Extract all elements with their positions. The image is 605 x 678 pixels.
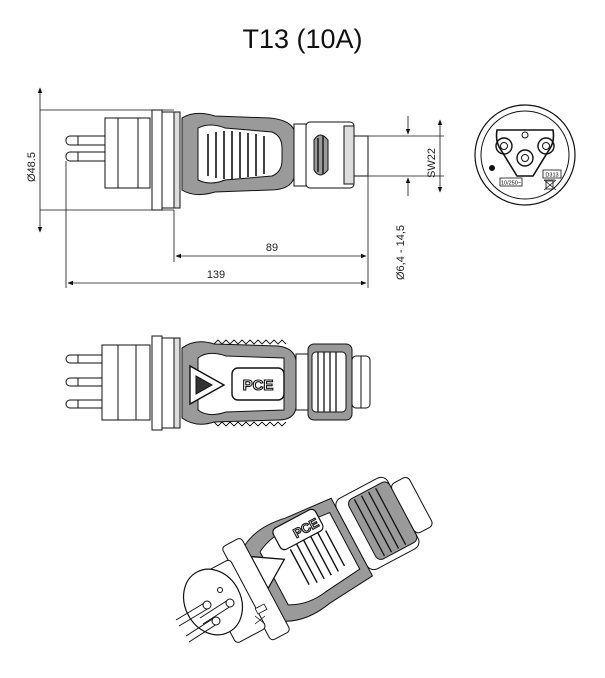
rating-label: 10/250~ (501, 181, 521, 187)
dimension-lines (37, 87, 444, 288)
iso-view (175, 476, 433, 643)
end-view (474, 104, 576, 206)
flange (151, 109, 163, 211)
type-label: D313 (545, 173, 558, 179)
top-view (65, 335, 371, 431)
label-89: 89 (266, 242, 278, 254)
waste-bin-icon (543, 179, 557, 191)
approval-marks-iso (254, 603, 268, 625)
label-139: 139 (207, 269, 225, 281)
brand-logo-top: PCE (243, 377, 274, 394)
pins-top (65, 354, 113, 409)
label-cable-range: Ø6,4 - 14,5 (395, 225, 407, 280)
pins-iso (175, 587, 235, 643)
label-sw22: SW22 (426, 148, 438, 178)
side-view (65, 109, 369, 211)
pin-holes (495, 131, 555, 167)
drawing-title: T13 (10A) (242, 24, 363, 54)
dimension-labels: Ø48.5 89 139 SW22 Ø6,4 - 14,5 (26, 148, 438, 281)
label-diameter: Ø48.5 (26, 152, 38, 182)
socket-face (495, 129, 555, 177)
grip-ribs (207, 131, 265, 179)
